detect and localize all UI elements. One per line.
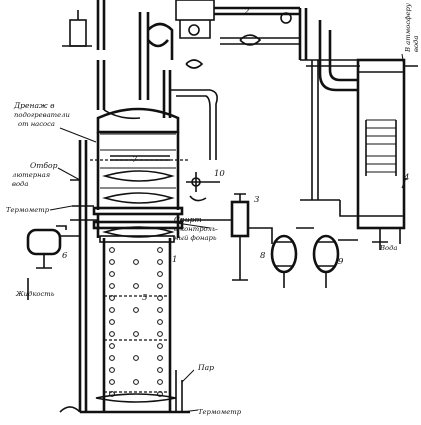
label-thermometer-bottom: Термометр xyxy=(198,408,242,416)
top-piping xyxy=(62,0,360,160)
label-overflow-1: Отбор xyxy=(30,161,58,170)
label-water: Вода xyxy=(379,244,397,252)
label-thermometer-left: Термометр xyxy=(6,206,50,214)
number-7: 7 xyxy=(132,155,138,165)
label-liquid: Жидкость xyxy=(15,290,55,298)
column-dots-right xyxy=(157,247,163,397)
column-dots-left xyxy=(109,247,115,397)
reference-numbers: 1 2 3 4 5 6 7 8 9 10 xyxy=(62,7,409,303)
label-spirit-2: в контроль- xyxy=(174,225,219,233)
number-4: 4 xyxy=(403,173,409,183)
right-heat-exchanger xyxy=(300,20,418,250)
label-drain-2: подогреватели xyxy=(14,111,70,119)
label-atmosphere-2: вода xyxy=(412,36,420,52)
label-drain: Дренаж в xyxy=(13,101,55,110)
label-overflow-2: лютерная xyxy=(12,171,51,179)
control-lantern-and-pumps xyxy=(180,172,358,288)
main-column xyxy=(80,107,190,414)
labels: Дренаж в подогреватели от насоса Отбор л… xyxy=(6,3,420,416)
leader-lines xyxy=(49,53,407,413)
label-spirit-3: ный фонарь xyxy=(174,234,217,242)
number-2: 2 xyxy=(243,7,249,17)
number-3: 3 xyxy=(254,195,259,205)
number-5: 5 xyxy=(142,293,147,303)
number-9: 9 xyxy=(338,257,344,267)
label-drain-3: от насоса xyxy=(18,120,55,128)
number-10: 10 xyxy=(214,169,225,179)
label-spirit-1: Спирт xyxy=(174,215,202,224)
left-side-apparatus xyxy=(26,140,183,413)
number-8: 8 xyxy=(260,251,266,261)
number-1: 1 xyxy=(172,255,177,265)
label-steam: Пар xyxy=(197,363,214,372)
label-overflow-3: вода xyxy=(12,180,28,188)
number-6: 6 xyxy=(62,251,68,261)
label-atmosphere-1: В атмосферу xyxy=(404,3,412,53)
